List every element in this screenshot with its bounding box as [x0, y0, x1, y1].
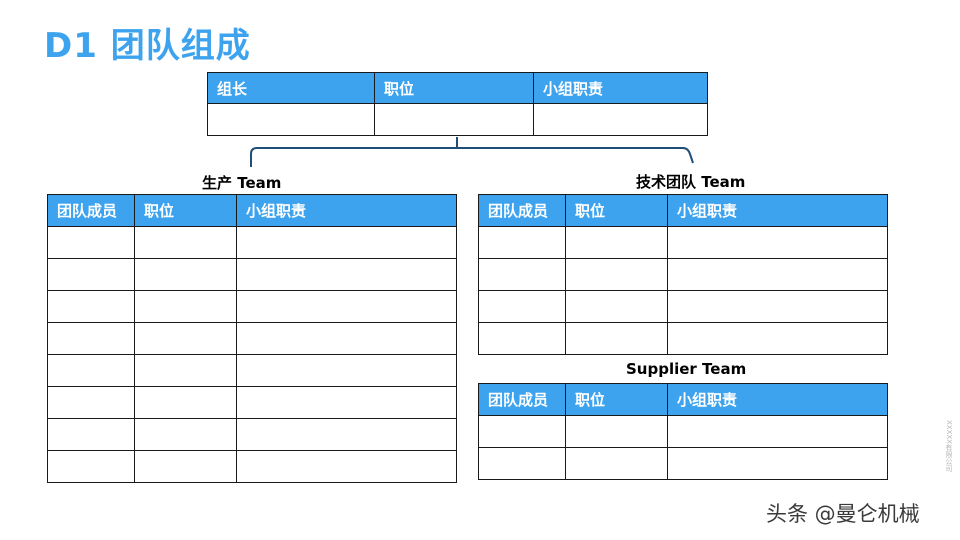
- table-cell[interactable]: [478, 322, 566, 355]
- table-row: [47, 322, 457, 355]
- table-cell[interactable]: [667, 322, 888, 355]
- leader-table: 组长 职位 小组职责: [207, 72, 708, 136]
- header-member: 团队成员: [478, 383, 566, 416]
- table-cell[interactable]: [134, 418, 237, 451]
- table-row: [207, 103, 708, 136]
- table-cell[interactable]: [565, 447, 668, 480]
- table-row: [47, 258, 457, 291]
- page-title: D1 团队组成: [44, 26, 251, 66]
- table-cell[interactable]: [236, 258, 457, 291]
- table-cell[interactable]: [565, 322, 668, 355]
- table-cell[interactable]: [478, 290, 566, 323]
- table-cell[interactable]: [47, 258, 135, 291]
- production-team-caption: 生产 Team: [202, 174, 282, 192]
- header-member: 团队成员: [47, 194, 135, 227]
- table-cell[interactable]: [667, 258, 888, 291]
- table-cell[interactable]: [134, 386, 237, 419]
- supplier-team-table: 团队成员 职位 小组职责: [478, 383, 888, 480]
- table-cell[interactable]: [667, 290, 888, 323]
- header-position: 职位: [134, 194, 237, 227]
- table-cell[interactable]: [134, 354, 237, 387]
- table-cell[interactable]: [134, 322, 237, 355]
- header-responsibility: 小组职责: [236, 194, 457, 227]
- table-cell[interactable]: [47, 450, 135, 483]
- header-responsibility: 小组职责: [667, 383, 888, 416]
- company-side-note: XXXXX有限公司: [945, 420, 953, 472]
- header-member: 团队成员: [478, 194, 566, 227]
- table-cell[interactable]: [207, 103, 375, 136]
- table-row: [478, 290, 888, 323]
- table-cell[interactable]: [47, 386, 135, 419]
- table-cell[interactable]: [533, 103, 708, 136]
- table-cell[interactable]: [478, 415, 566, 448]
- table-cell[interactable]: [667, 415, 888, 448]
- table-cell[interactable]: [134, 258, 237, 291]
- table-cell[interactable]: [47, 354, 135, 387]
- header-position: 职位: [565, 383, 668, 416]
- table-row: [478, 226, 888, 259]
- table-cell[interactable]: [565, 226, 668, 259]
- table-cell[interactable]: [134, 226, 237, 259]
- table-row: [47, 386, 457, 419]
- table-row: [47, 450, 457, 483]
- header-position: 职位: [374, 72, 534, 104]
- table-cell[interactable]: [565, 415, 668, 448]
- header-position: 职位: [565, 194, 668, 227]
- table-row: [47, 226, 457, 259]
- table-cell[interactable]: [47, 226, 135, 259]
- table-cell[interactable]: [236, 450, 457, 483]
- table-cell[interactable]: [47, 290, 135, 323]
- table-cell[interactable]: [236, 290, 457, 323]
- table-cell[interactable]: [236, 386, 457, 419]
- table-row: [478, 447, 888, 480]
- watermark: 头条 @曼仑机械: [766, 502, 920, 526]
- table-cell[interactable]: [236, 354, 457, 387]
- table-cell[interactable]: [478, 447, 566, 480]
- supplier-team-caption: Supplier Team: [626, 360, 747, 378]
- table-row: [47, 354, 457, 387]
- header-leader: 组长: [207, 72, 375, 104]
- table-row: [478, 258, 888, 291]
- table-row: [47, 290, 457, 323]
- table-cell[interactable]: [134, 290, 237, 323]
- table-cell[interactable]: [667, 226, 888, 259]
- table-row: [478, 415, 888, 448]
- table-cell[interactable]: [236, 322, 457, 355]
- table-cell[interactable]: [47, 322, 135, 355]
- table-cell[interactable]: [47, 418, 135, 451]
- table-cell[interactable]: [134, 450, 237, 483]
- table-cell[interactable]: [667, 447, 888, 480]
- table-cell[interactable]: [236, 226, 457, 259]
- table-cell[interactable]: [565, 290, 668, 323]
- header-responsibility: 小组职责: [533, 72, 708, 104]
- table-row: [47, 418, 457, 451]
- table-cell[interactable]: [236, 418, 457, 451]
- table-cell[interactable]: [565, 258, 668, 291]
- table-row: [478, 322, 888, 355]
- tech-team-caption: 技术团队 Team: [636, 173, 746, 191]
- production-team-table: 团队成员 职位 小组职责: [47, 194, 457, 483]
- table-cell[interactable]: [374, 103, 534, 136]
- table-cell[interactable]: [478, 226, 566, 259]
- tech-team-table: 团队成员 职位 小组职责: [478, 194, 888, 355]
- header-responsibility: 小组职责: [667, 194, 888, 227]
- table-cell[interactable]: [478, 258, 566, 291]
